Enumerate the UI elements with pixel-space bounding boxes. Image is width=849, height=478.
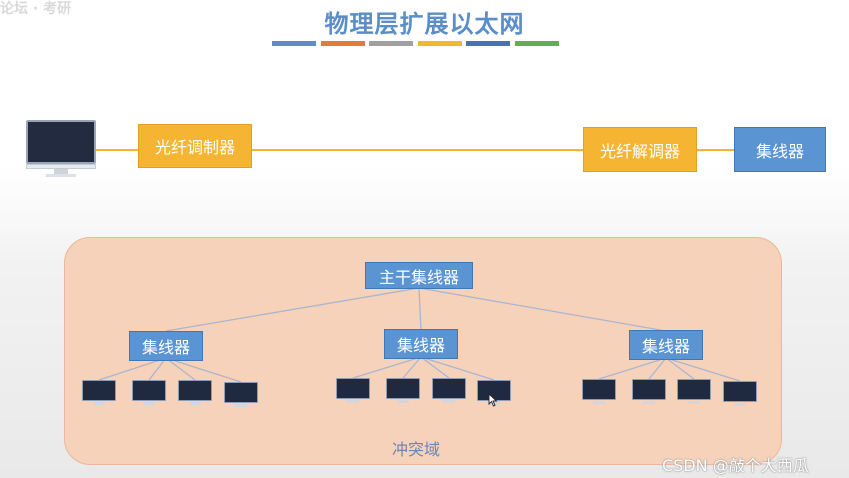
link-pc-modulator bbox=[96, 149, 138, 151]
line-hub3-pc1 bbox=[598, 357, 667, 380]
line-hub1-pc4 bbox=[165, 357, 242, 383]
hub-center-box: 集线器 bbox=[384, 329, 458, 359]
pc-icon bbox=[178, 380, 212, 410]
pc-icon bbox=[386, 378, 420, 408]
line-hub2-pc1 bbox=[352, 356, 422, 379]
computer-base bbox=[46, 174, 76, 177]
link-modulator-demodulator bbox=[252, 149, 583, 151]
title-bar-2 bbox=[321, 41, 365, 46]
hub-left-box: 集线器 bbox=[129, 331, 203, 361]
line-hub3-pc2 bbox=[648, 357, 667, 380]
line-hub2-pc3 bbox=[420, 356, 450, 379]
line-hub2-pc4 bbox=[420, 356, 495, 381]
pc-icon bbox=[677, 379, 711, 409]
pc-icon bbox=[432, 378, 466, 408]
line-main-hub-center bbox=[418, 287, 422, 332]
title-bar-3 bbox=[369, 41, 413, 46]
page-title: 物理层扩展以太网 bbox=[324, 10, 525, 38]
line-hub1-pc2 bbox=[148, 357, 167, 381]
top-hub-box: 集线器 bbox=[734, 127, 826, 172]
line-main-hub-right bbox=[418, 287, 667, 332]
line-hub3-pc3 bbox=[665, 357, 695, 380]
fiber-modulator-box: 光纤调制器 bbox=[138, 124, 252, 168]
line-main-hub-left bbox=[165, 287, 420, 332]
computer-chin bbox=[26, 164, 96, 169]
pc-icon bbox=[336, 378, 370, 408]
line-hub1-pc1 bbox=[98, 357, 167, 381]
pc-icon bbox=[582, 379, 616, 409]
hub-right-box: 集线器 bbox=[629, 330, 703, 360]
line-hub2-pc2 bbox=[402, 356, 422, 379]
mouse-cursor-icon bbox=[488, 393, 498, 407]
link-demodulator-hub bbox=[697, 149, 734, 151]
pc-icon bbox=[224, 382, 258, 412]
collision-domain-label: 冲突域 bbox=[392, 440, 441, 459]
watermark: CSDN @敲个大西瓜 bbox=[662, 456, 809, 475]
title-bar-4 bbox=[418, 41, 462, 46]
title-bar-5 bbox=[466, 41, 510, 46]
corner-text: 论坛 · 考研 bbox=[0, 1, 72, 17]
title-bar-6 bbox=[515, 41, 559, 46]
pc-icon bbox=[632, 379, 666, 409]
line-hub1-pc3 bbox=[165, 357, 196, 381]
computer-icon bbox=[26, 120, 96, 180]
main-hub-box: 主干集线器 bbox=[365, 262, 473, 289]
computer-neck bbox=[54, 169, 68, 174]
fiber-demodulator-box: 光纤解调器 bbox=[583, 127, 697, 172]
pc-icon bbox=[82, 380, 116, 410]
pc-icon bbox=[723, 381, 757, 411]
line-hub3-pc4 bbox=[665, 357, 741, 382]
title-bar-1 bbox=[272, 41, 316, 46]
computer-screen bbox=[26, 120, 96, 164]
pc-icon bbox=[132, 380, 166, 410]
